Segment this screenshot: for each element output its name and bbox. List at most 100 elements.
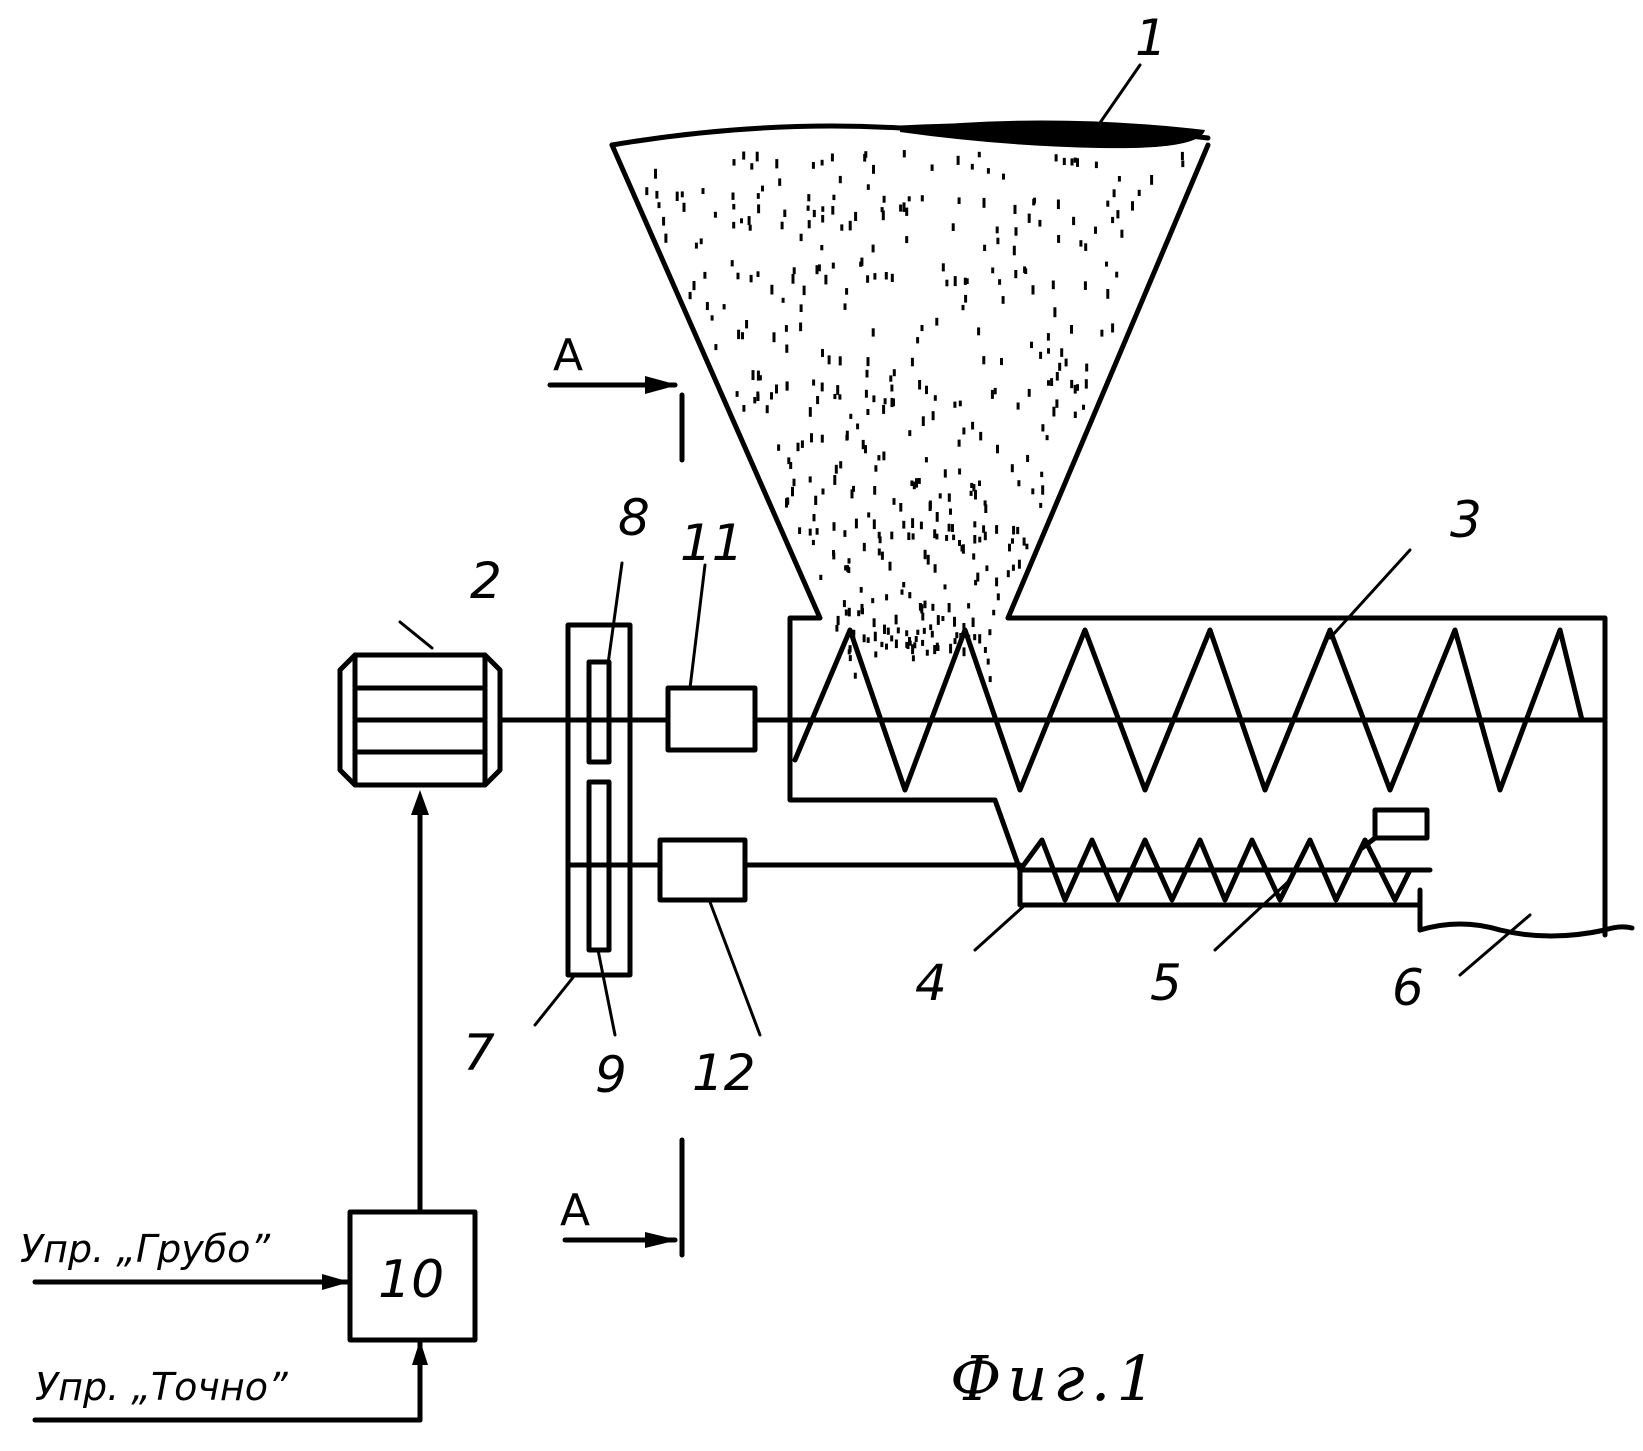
hopper-dot	[907, 532, 910, 540]
hopper-dot	[984, 532, 987, 541]
hopper-dot	[941, 616, 944, 621]
hopper-dot	[745, 320, 748, 328]
label-motor: 2	[470, 552, 502, 610]
hopper-dot	[983, 198, 986, 208]
hopper-dot	[689, 292, 692, 299]
hopper-dot	[1038, 220, 1041, 227]
hopper-dot	[889, 375, 892, 381]
hopper-dot	[882, 405, 885, 414]
hopper-dot	[740, 218, 743, 223]
hopper-dot	[820, 245, 823, 250]
hopper-dot	[753, 397, 756, 403]
hopper-dot	[996, 227, 999, 234]
hopper-dot	[693, 281, 696, 290]
hopper-dot	[1017, 403, 1020, 410]
hopper-dot	[945, 535, 948, 541]
hopper-dot	[1025, 544, 1028, 550]
label-clutch-lower: 12	[692, 1044, 756, 1102]
hopper-dot	[1116, 210, 1119, 218]
hopper-dot	[700, 238, 703, 244]
hopper-dot	[954, 638, 957, 644]
hopper-dot	[931, 631, 934, 638]
hopper-dot	[803, 286, 806, 296]
hopper-dot	[988, 629, 991, 635]
hopper-dot	[757, 204, 760, 213]
signal-fine-label: Упр. „Точно”	[35, 1365, 288, 1409]
hopper-dot	[766, 405, 769, 413]
hopper-dot	[737, 330, 740, 339]
hopper-dot	[849, 414, 852, 419]
hopper-dot	[902, 582, 905, 587]
hopper-dot	[658, 202, 661, 208]
hopper-dot	[683, 203, 686, 212]
hopper-dot	[987, 168, 990, 174]
hopper-dot	[813, 210, 816, 217]
hopper-dot	[978, 537, 981, 543]
hopper-dot	[839, 176, 842, 183]
hopper-dot	[662, 217, 665, 226]
hopper-dot	[781, 222, 784, 230]
hopper-dot	[998, 279, 1001, 285]
gearbox	[568, 625, 630, 975]
hopper-dot	[798, 527, 801, 534]
hopper-dot	[775, 159, 778, 168]
hopper-dot	[756, 152, 759, 162]
hopper-dot	[944, 469, 947, 477]
hopper-dot	[872, 328, 875, 336]
label-clutch-upper: 11	[680, 514, 744, 572]
hopper-dot	[973, 634, 976, 640]
hopper-dot	[838, 394, 841, 399]
hopper-dot	[1079, 240, 1082, 246]
hopper-dot	[847, 567, 850, 573]
hopper-dot	[982, 525, 985, 533]
figure-caption: Фиг.1	[950, 1342, 1162, 1415]
hopper-dot	[1011, 538, 1014, 543]
hopper-dot	[924, 550, 927, 559]
hopper-dot	[921, 640, 924, 646]
hopper-dot	[866, 370, 869, 378]
hopper-dot	[908, 637, 911, 643]
hopper-dot	[893, 498, 896, 505]
hopper-dot	[778, 178, 781, 186]
hopper-dot	[995, 525, 998, 534]
hopper-dot	[967, 603, 970, 608]
hopper-dot	[736, 391, 739, 397]
hopper-dot	[1076, 384, 1079, 391]
hopper-dot	[918, 380, 921, 390]
hopper-dot	[936, 643, 939, 651]
hopper-dot	[1094, 227, 1097, 234]
hopper-dot	[923, 628, 926, 634]
hopper-dot	[874, 632, 877, 642]
hopper-dot	[848, 608, 851, 617]
label-main-screw: 3	[1450, 491, 1482, 549]
hopper-dot	[793, 479, 796, 487]
hopper-dot	[1007, 570, 1010, 577]
hopper-dot	[822, 489, 825, 495]
hopper-dot	[962, 305, 965, 310]
hopper-dot	[770, 392, 773, 399]
hopper-dot	[833, 522, 836, 531]
hopper-dot	[1040, 472, 1043, 477]
hopper-dot	[918, 478, 921, 484]
label-outlet: 6	[1392, 959, 1424, 1017]
hopper-dot	[664, 234, 667, 243]
hopper-dot	[757, 371, 760, 381]
hopper-dot	[807, 194, 810, 201]
hopper-dot	[840, 224, 843, 230]
hopper-dot	[816, 528, 819, 535]
hopper-dot	[757, 271, 760, 277]
hopper-dot	[807, 206, 810, 211]
hopper-dot	[872, 395, 875, 402]
gear-upper	[589, 662, 609, 762]
hopper-dot	[877, 455, 880, 460]
hopper-dot	[814, 496, 817, 505]
hopper-dot	[883, 196, 886, 203]
hopper-dot	[995, 578, 998, 587]
hopper-dot	[1138, 190, 1141, 196]
hopper-dot	[958, 197, 961, 204]
hopper-dot	[655, 191, 658, 199]
hopper-dot	[851, 489, 854, 498]
hopper-dot	[1031, 488, 1034, 494]
hopper-dot	[861, 608, 864, 614]
hopper-dot	[742, 405, 745, 412]
